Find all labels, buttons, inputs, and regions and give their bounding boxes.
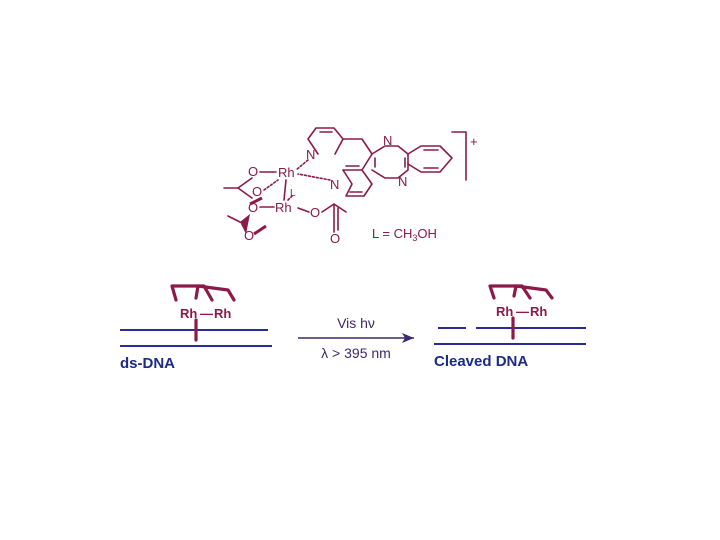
complex-bracket [451,131,467,181]
rh-clamp-right [194,284,236,302]
rh-clamp-left-product [488,284,532,300]
benzo-ring [407,145,453,173]
atom-rh-upper: Rh [278,165,295,180]
rh-bond-label-product: — [516,304,529,319]
bond-rh-l [287,195,293,201]
phen-ring-upper [307,127,344,155]
rh-left-label-product: Rh [496,304,513,319]
bond-rh-rh [283,179,287,201]
atom-o-3: O [248,200,258,215]
complex-charge: + [470,134,478,149]
acetate-wedge-o2 [249,196,263,206]
phen-ring-lower [342,169,373,197]
atom-o-2: O [252,184,262,199]
atom-o-4: O [244,228,254,243]
bond-n-rh-lower [297,173,331,181]
acetate-wedge-o4 [253,224,267,236]
bond-n-rh-upper [295,159,309,171]
bond-rh-o5 [297,207,310,213]
condition-wavelength: λ > 395 nm [321,345,391,361]
acetate-bridge-2 [240,214,250,234]
rh-clamp-left [170,284,214,302]
atom-n-pyrazine-lower: N [398,174,407,189]
atom-o-5: O [310,205,320,220]
rh-right-label-product: Rh [530,304,547,319]
atom-n-phen-upper: N [306,147,315,162]
reactant-ds-dna: Rh — Rh ds-DNA [120,284,272,372]
rh-right-label: Rh [214,306,231,321]
ligand-definition: L = CH3OH [372,226,437,243]
atom-n-phen-lower: N [330,177,339,192]
atom-ligand-l: L [290,188,296,199]
reaction-arrow-group: Vis hν λ > 395 nm [298,315,414,361]
rh-bond-label: — [200,306,213,321]
atom-n-pyrazine-upper: N [383,133,392,148]
reaction-arrow-head [402,333,414,343]
condition-light: Vis hν [337,315,375,331]
rhodium-dppz-complex-structure: + N N N N Rh Rh O O O O O [223,127,478,246]
reactant-label: ds-DNA [120,355,175,372]
acetate-methyl-2 [227,215,241,223]
product-cleaved-dna: Rh — Rh Cleaved DNA [434,284,586,370]
pyrazine-ring [371,145,409,179]
rh-clamp-right-product [512,284,554,300]
atom-o-1: O [248,164,258,179]
atom-rh-lower: Rh [275,200,292,215]
acetate-bridge-1 [237,177,253,199]
atom-o-6: O [330,231,340,246]
rh-left-label: Rh [180,306,197,321]
product-label: Cleaved DNA [434,353,528,370]
bond-o2-rh [263,179,279,191]
